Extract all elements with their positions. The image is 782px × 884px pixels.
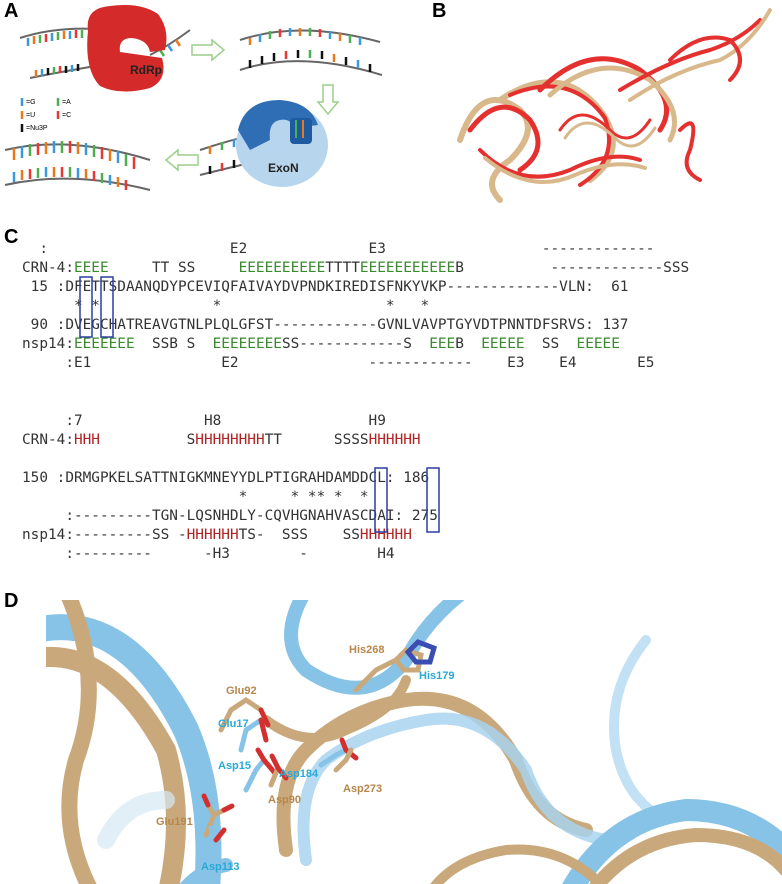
alignment1-segment: SSB S	[134, 336, 213, 352]
alignment2-segment: HHHHHH	[368, 432, 421, 448]
alignment2-line-5: :---------TGN-LQSNHDLY-CQVHGNAHVASCDAI: …	[22, 507, 438, 526]
alignment1-segment: EEEEEEE	[73, 336, 135, 352]
rdrp-label: RdRp	[130, 63, 162, 77]
alignment2-segment: HHHHHHHH	[195, 432, 265, 448]
panel-letter-c: C	[4, 226, 19, 248]
alignment1-segment: * * * * *	[22, 298, 430, 314]
alignment1-segment: TT SS	[108, 260, 239, 276]
alignment2-segment: TS- SSS SS	[238, 527, 360, 543]
nucleotide-legend: =G =A =U =C =Nu3P	[20, 98, 71, 132]
alignment2-line-1: CRN-4:HHH SHHHHHHHHTT SSSSHHHHHH	[22, 431, 438, 450]
alignment1-segment: 90 :DVEGCHATREAVGTNLPLQLGFST------------…	[22, 317, 629, 333]
panel-b-structure	[457, 8, 772, 203]
alignment2-segment: :---------TGN-LQSNHDLY-CQVHGNAHVASCDAI: …	[22, 508, 438, 524]
panel-letter-a: A	[4, 0, 19, 22]
panel-letter-d: D	[4, 590, 19, 612]
alignment-block-1: : E2 E3 ------------- CRN-4:EEEE TT SS EE…	[22, 240, 689, 373]
alignment1-line-3: * * * * *	[22, 297, 689, 316]
alignment1-segment: EEEEE	[576, 336, 620, 352]
rna-duplex-4	[4, 141, 151, 191]
alignment1-segment: CRN-4:	[22, 260, 74, 276]
alignment1-line-5: nsp14:EEEEEEE SSB S EEEEEEEESS----------…	[22, 335, 689, 354]
alignment2-segment: HHHHHH	[186, 527, 239, 543]
arrow-down	[316, 84, 340, 116]
label-asp113: Asp113	[201, 861, 240, 873]
panel-letter-b: B	[432, 0, 447, 22]
alignment2-segment: * * ** * *	[22, 489, 369, 505]
alignment1-segment: SS	[524, 336, 577, 352]
panel-d-active-site: His268 His179 Glu92 Glu17 Asp15 Asp184 A…	[46, 600, 782, 884]
exon-protein-shape	[236, 100, 328, 187]
label-glu92: Glu92	[226, 685, 257, 697]
label-glu191: Glu191	[156, 816, 193, 828]
arrow-left	[164, 148, 199, 172]
label-asp184: Asp184	[279, 768, 319, 780]
alignment1-segment: TTTT	[325, 260, 360, 276]
alignment1-segment: EEEEEEEEEE	[238, 260, 326, 276]
rdrp-protein-shape	[87, 5, 167, 92]
legend-u: =U	[26, 112, 35, 119]
legend-c: =C	[62, 112, 71, 119]
alignment1-segment: EEEE	[73, 260, 109, 276]
label-his179: His179	[419, 670, 455, 682]
label-glu17: Glu17	[218, 718, 249, 730]
legend-a: =A	[62, 99, 71, 106]
alignment2-line-6: nsp14:---------SS -HHHHHHTS- SSS SSHHHHH…	[22, 526, 438, 545]
alignment1-segment: B -------------SSS	[455, 260, 690, 276]
alignment2-segment: HHH	[73, 432, 100, 448]
panel-a-schematic: RdRp =G =A =U =C =Nu3P	[4, 5, 383, 191]
alignment2-line-3: 150 :DRMGPKELSATTNIGKMNEYYDLPTIGRAHDAMDD…	[22, 469, 438, 488]
alignment2-line-7: :--------- -H3 - H4	[22, 545, 438, 564]
rna-duplex-2	[239, 28, 383, 76]
alignment1-segment: : E2 E3 -------------	[22, 241, 655, 257]
alignment2-segment: :--------- -H3 - H4	[22, 546, 395, 562]
alignment1-line-1: CRN-4:EEEE TT SS EEEEEEEEEETTTTEEEEEEEEE…	[22, 259, 689, 278]
alignment1-line-0: : E2 E3 -------------	[22, 240, 689, 259]
alignment2-line-2	[22, 450, 438, 469]
alignment1-segment: EEE	[429, 336, 456, 352]
exon-label: ExoN	[268, 161, 299, 175]
label-asp90: Asp90	[268, 794, 302, 806]
alignment2-line-0: :7 H8 H9	[22, 412, 438, 431]
alignment2-segment: TT SSSS	[264, 432, 369, 448]
alignment1-segment: EEEEE	[481, 336, 525, 352]
alignment1-segment: EEEEEEEE	[212, 336, 282, 352]
alignment2-segment: CRN-4:	[22, 432, 74, 448]
alignment1-segment: 15 :DFETTSDAANQDYPCEVIQFAIVAYDVPNDKIREDI…	[22, 279, 629, 295]
alignment2-line-4: * * ** * *	[22, 488, 438, 507]
alignment1-segment: nsp14:	[22, 336, 74, 352]
alignment1-line-4: 90 :DVEGCHATREAVGTNLPLQLGFST------------…	[22, 316, 689, 335]
alignment2-segment: nsp14:	[22, 527, 74, 543]
alignment2-segment: :7 H8 H9	[22, 413, 386, 429]
legend-nu3p: =Nu3P	[26, 125, 48, 132]
alignment2-segment: S	[99, 432, 196, 448]
alignment1-line-2: 15 :DFETTSDAANQDYPCEVIQFAIVAYDVPNDKIREDI…	[22, 278, 689, 297]
alignment1-segment: EEEEEEEEEEE	[359, 260, 456, 276]
label-his268: His268	[349, 644, 385, 656]
alignment1-segment: SS------------S	[281, 336, 430, 352]
alignment2-segment: 150 :DRMGPKELSATTNIGKMNEYYDLPTIGRAHDAMDD…	[22, 470, 430, 486]
arrow-right-1	[191, 38, 226, 62]
alignment1-segment: :E1 E2 ------------ E3 E4 E5	[22, 355, 655, 371]
label-asp15: Asp15	[218, 760, 252, 772]
alignment1-segment: B	[455, 336, 482, 352]
alignment2-segment: HHHHHH	[359, 527, 412, 543]
alignment1-line-6: :E1 E2 ------------ E3 E4 E5	[22, 354, 689, 373]
label-asp273: Asp273	[343, 783, 383, 795]
legend-g: =G	[26, 99, 36, 106]
alignment2-segment: ---------SS -	[73, 527, 187, 543]
